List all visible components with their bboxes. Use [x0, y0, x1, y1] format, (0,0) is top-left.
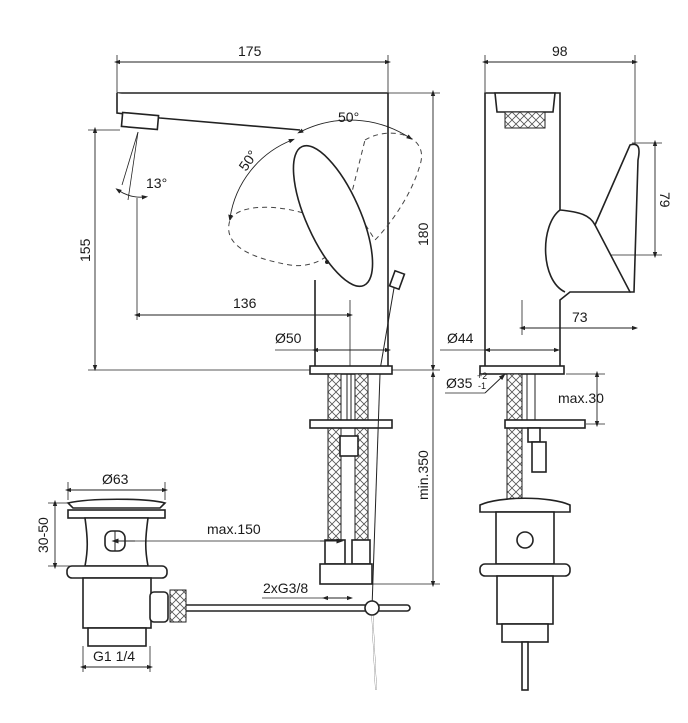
dim-label-79: 79 — [657, 192, 673, 208]
hose-connectors — [319, 563, 373, 585]
dim-label-dia50: Ø50 — [275, 330, 302, 346]
aerator-side — [504, 111, 546, 129]
dim-label-155: 155 — [77, 238, 93, 262]
dim-label-30-50: 30-50 — [35, 517, 51, 553]
popup-knob — [388, 269, 406, 291]
base-plate-side — [479, 365, 565, 375]
dim-label-dia35: Ø35 — [446, 375, 473, 391]
waste-thread-connector — [169, 589, 187, 623]
dim-label-g38: 2xG3/8 — [263, 580, 308, 596]
dim-label-dia63: Ø63 — [102, 471, 129, 487]
dim-label-max150: max.150 — [207, 521, 261, 537]
stud-side — [531, 441, 547, 473]
dim-tol-plus: +2 — [477, 371, 487, 381]
dim-label-max30: max.30 — [558, 390, 604, 406]
dim-label-73: 73 — [572, 309, 588, 325]
side-view: 98 79 73 Ø44 Ø35 +2 -1 — [440, 43, 673, 691]
dim-tol-minus: -1 — [478, 381, 486, 391]
fixing-plate — [309, 419, 393, 429]
waste-cap — [66, 498, 167, 509]
angle-label-spray: 13° — [146, 175, 167, 191]
dim-label-dia44: Ø44 — [447, 330, 474, 346]
hose-right — [354, 373, 369, 541]
dim-label-180: 180 — [415, 222, 431, 246]
front-view: 175 50° 50° 13° 155 180 — [77, 43, 440, 691]
dim-label-136: 136 — [233, 295, 257, 311]
fixing-plate-side — [504, 419, 586, 429]
hose-left — [327, 373, 342, 541]
dim-label-min350: min.350 — [415, 450, 431, 500]
aerator — [120, 111, 160, 131]
waste-side — [479, 497, 571, 691]
lever-handle — [292, 144, 374, 288]
dim-label-98: 98 — [552, 43, 568, 59]
angle-label-right: 50° — [338, 109, 359, 125]
base-plate — [309, 365, 393, 375]
dim-label-g114: G1 1/4 — [93, 648, 135, 664]
dim-label-175: 175 — [238, 43, 262, 59]
fixing-nut — [339, 435, 359, 457]
popup-pivot — [364, 600, 380, 616]
hose-side — [506, 373, 523, 505]
waste-front: Ø63 30-50 max.150 G1 1/4 — [35, 471, 344, 672]
